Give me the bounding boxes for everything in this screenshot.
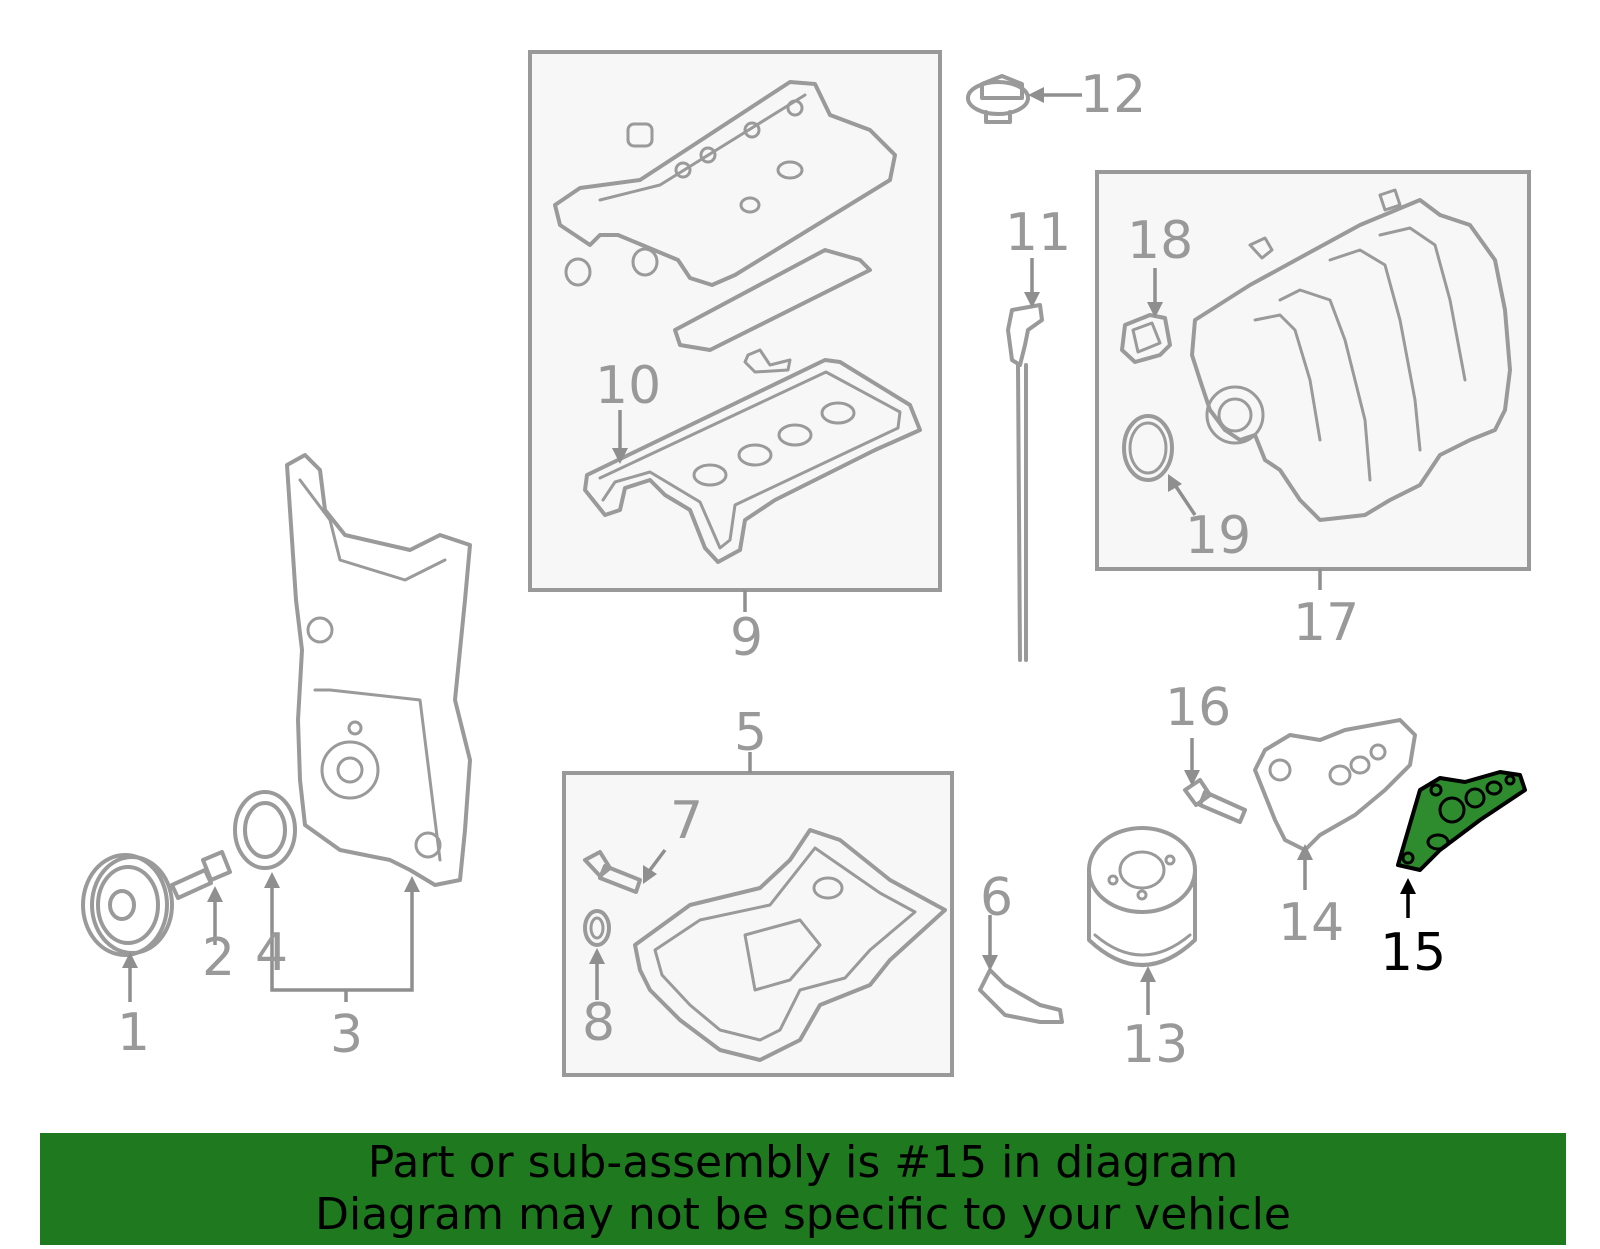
callout-17: 17 [1293,593,1359,653]
oil-dipstick-part[interactable] [1006,303,1044,662]
callout-7: 7 [670,791,703,851]
oil-filler-cap-part[interactable] [966,74,1030,124]
callout-4: 4 [255,923,288,983]
leader-19 [1173,484,1197,516]
oil-pan-assembly-box [562,771,954,1077]
callout-12: 12 [1080,65,1146,125]
arrowhead-12 [1028,87,1044,103]
arrowhead-19 [1168,474,1182,492]
intake-gasket-part[interactable] [1120,313,1172,364]
oil-pressure-sensor-part[interactable] [978,968,1064,1024]
throttle-body-gasket-part[interactable] [1122,414,1174,482]
leader-3 [270,890,414,1002]
front-seal-part[interactable] [233,790,297,870]
arrowhead-11 [1024,292,1040,308]
callout-19: 19 [1185,506,1251,566]
callout-10: 10 [595,356,661,416]
callout-2: 2 [202,928,235,988]
callout-5: 5 [734,703,767,763]
timing-cover-part[interactable] [285,453,472,887]
callout-6: 6 [980,868,1013,928]
callout-18: 18 [1127,211,1193,271]
arrowhead-16 [1184,770,1200,786]
oil-cooler-gasket-part-highlighted[interactable] [1396,770,1527,872]
callout-13: 13 [1122,1015,1188,1075]
oil-cooler-bolt-part[interactable] [1183,778,1247,824]
oil-pan-part[interactable] [633,828,947,1062]
arrowhead-7 [643,865,657,884]
valve-cover-part[interactable] [553,80,897,287]
spark-plug-tube-gasket-part[interactable] [673,248,872,374]
callout-9: 9 [730,608,763,668]
arrowhead-3 [404,876,420,892]
drain-plug-part[interactable] [583,850,642,894]
callout-1: 1 [117,1003,150,1063]
callout-11: 11 [1005,203,1071,263]
oil-filter-housing-part[interactable] [1253,718,1417,852]
callout-8: 8 [582,993,615,1053]
arrowhead-18 [1147,302,1163,318]
arrowhead-4 [264,872,280,888]
drain-plug-gasket-part[interactable] [583,909,611,947]
arrowhead-13 [1140,966,1156,982]
crank-pulley-part[interactable] [81,853,174,957]
arrowhead-2 [207,886,223,902]
arrowhead-14 [1297,844,1313,860]
pulley-bolt-part[interactable] [170,850,232,900]
arrowhead-1 [122,952,138,968]
arrowhead-15 [1400,878,1416,894]
callout-15: 15 [1380,923,1446,983]
valve-cover-gasket-part[interactable] [583,358,922,564]
arrowhead-8 [589,948,605,964]
intake-manifold-part[interactable] [1190,188,1512,522]
banner-line-part-number: Part or sub-assembly is #15 in diagram [367,1137,1239,1188]
leader-7 [648,848,667,872]
arrowhead-6 [982,955,998,971]
banner-line-disclaimer: Diagram may not be specific to your vehi… [315,1189,1291,1240]
part-info-banner: Part or sub-assembly is #15 in diagram D… [40,1133,1566,1245]
callout-3: 3 [330,1005,363,1065]
callout-16: 16 [1165,678,1231,738]
valve-cover-assembly-box [528,50,942,592]
intake-manifold-assembly-box [1095,170,1531,571]
oil-filter-part[interactable] [1087,826,1197,967]
arrowhead-10 [612,448,628,464]
callout-14: 14 [1278,893,1344,953]
